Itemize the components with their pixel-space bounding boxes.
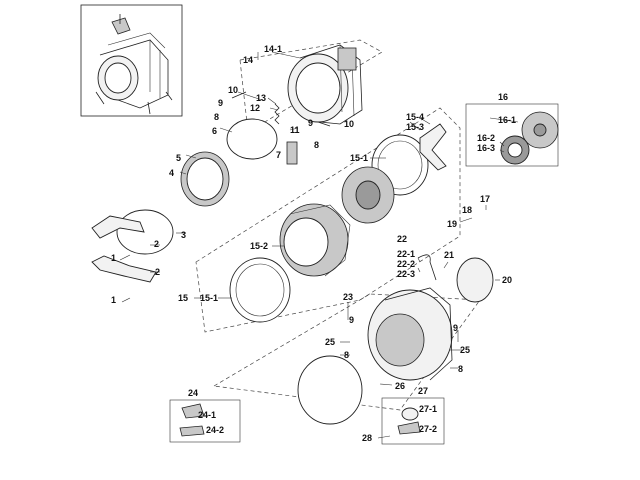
label-24-2: 24-2 [206, 425, 224, 435]
label-8-lower-left: 8 [344, 350, 349, 360]
tub-front-part-14 [287, 44, 363, 125]
label-16-1: 16-1 [498, 115, 516, 125]
label-13: 13 [256, 93, 266, 103]
label-6: 6 [212, 126, 217, 136]
inner-drum-part-15 [279, 203, 351, 277]
bolt-part-10-left [231, 91, 247, 99]
label-12: 12 [250, 103, 260, 113]
assembly-outlines [195, 39, 559, 411]
label-21: 21 [444, 250, 454, 260]
label-4: 4 [169, 168, 174, 178]
label-15-1-front: 15-1 [200, 293, 218, 303]
label-7: 7 [276, 150, 281, 160]
label-15-3: 15-3 [406, 122, 424, 132]
label-20: 20 [502, 275, 512, 285]
label-16-3: 16-3 [477, 143, 495, 153]
label-9-left: 9 [218, 98, 223, 108]
label-14-1: 14-1 [264, 44, 282, 54]
drum-ring-part-15-1-front [229, 257, 291, 323]
label-27-2: 27-2 [419, 424, 437, 434]
label-9-right: 9 [308, 118, 313, 128]
weight-upper-part-2 [91, 215, 145, 239]
door-seal-ring-part-4-5 [180, 151, 230, 207]
label-15: 15 [178, 293, 188, 303]
assembly-overview-inset [80, 4, 183, 117]
drain-kit-box-27 [381, 397, 445, 445]
label-5: 5 [176, 153, 181, 163]
label-22-3: 22-3 [397, 269, 415, 279]
label-27-1: 27-1 [419, 404, 437, 414]
pulley-part-16-1 [521, 111, 559, 149]
label-22-2: 22-2 [397, 259, 415, 269]
bolt-part-10-right [317, 121, 331, 127]
leader-lines [119, 51, 519, 439]
label-16: 16 [498, 92, 508, 102]
hinge-part-7 [286, 141, 298, 165]
label-10-right: 10 [344, 119, 354, 129]
rear-tub-part-23 [367, 287, 453, 381]
label-17: 17 [480, 194, 490, 204]
label-24-1: 24-1 [198, 410, 216, 420]
label-25-left: 25 [325, 337, 335, 347]
overview-tub-drawing [95, 14, 173, 115]
label-14: 14 [243, 55, 253, 65]
label-8-right: 8 [314, 140, 319, 150]
flange-part-15-4 [419, 123, 447, 171]
label-16-2: 16-2 [477, 133, 495, 143]
label-23: 23 [343, 292, 353, 302]
label-1-upper: 1 [111, 253, 116, 263]
label-27: 27 [418, 386, 428, 396]
label-25-right: 25 [460, 345, 470, 355]
label-15-4: 15-4 [406, 112, 424, 122]
label-15-1-rear: 15-1 [350, 153, 368, 163]
label-11: 11 [290, 125, 300, 135]
label-8-left: 8 [214, 112, 219, 122]
label-2-upper: 2 [154, 239, 159, 249]
gasket-part-3 [116, 209, 174, 255]
spring-part-12 [274, 103, 280, 125]
hose-part-22 [417, 254, 437, 281]
label-22-1: 22-1 [397, 249, 415, 259]
label-8-lower-right: 8 [458, 364, 463, 374]
glass-part-6 [226, 118, 278, 160]
tub-gasket-part-23-ring [297, 355, 363, 425]
label-18: 18 [462, 205, 472, 215]
label-9-lower-left: 9 [349, 315, 354, 325]
label-24: 24 [188, 388, 198, 398]
label-10-left: 10 [228, 85, 238, 95]
drum-back-part-15-3 [341, 166, 395, 224]
label-9-lower-right: 9 [453, 323, 458, 333]
rotor-part-16-2 [500, 135, 530, 165]
label-2-lower: 2 [155, 267, 160, 277]
label-3: 3 [181, 230, 186, 240]
weight-lower-part-2 [91, 255, 157, 283]
label-15-2: 15-2 [250, 241, 268, 251]
callout-labels: 14 14-1 10 9 8 13 12 11 6 9 10 8 7 5 4 3… [111, 44, 516, 443]
label-19: 19 [447, 219, 457, 229]
label-22: 22 [397, 234, 407, 244]
heater-bracket-part-20 [456, 257, 494, 303]
label-28: 28 [362, 433, 372, 443]
pump-kit-box-24 [169, 399, 241, 443]
label-26: 26 [395, 381, 405, 391]
label-1-lower: 1 [111, 295, 116, 305]
